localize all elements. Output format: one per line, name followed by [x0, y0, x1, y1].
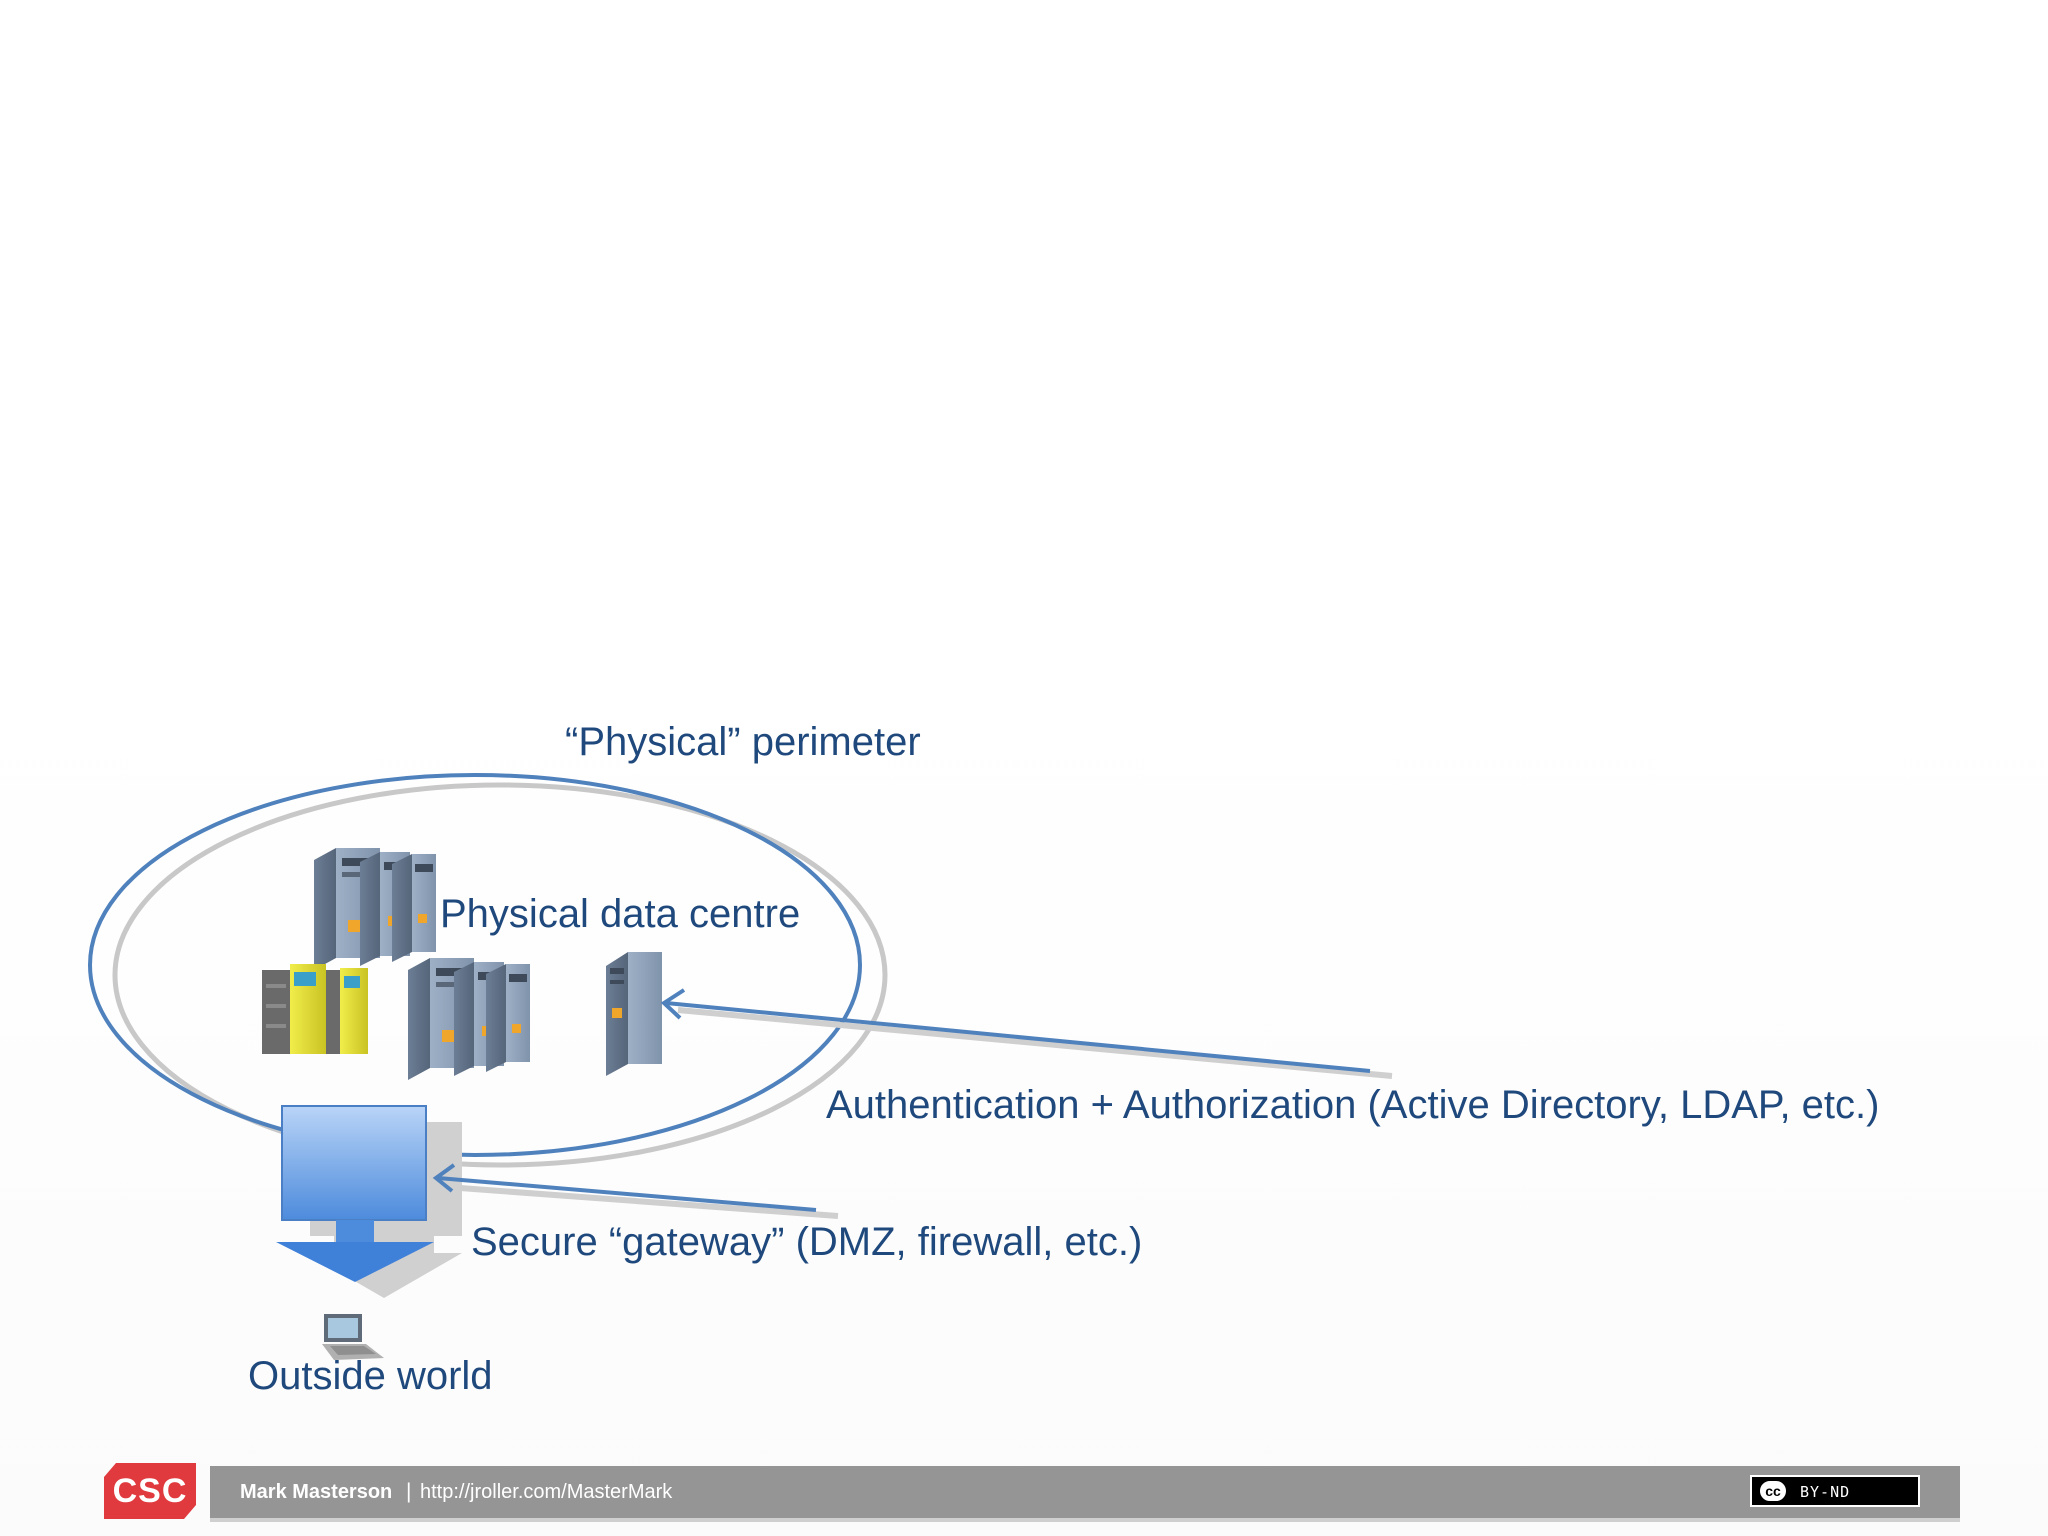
outside-world-label: Outside world — [248, 1354, 493, 1398]
auth-label: Authentication + Authorization (Active D… — [826, 1083, 1880, 1127]
gateway-label: Secure “gateway” (DMZ, firewall, etc.) — [471, 1220, 1143, 1264]
server-icon — [606, 952, 662, 1076]
datacentre-label: Physical data centre — [440, 892, 801, 936]
footer-author: Mark Masterson — [240, 1481, 393, 1503]
server-rack-icon — [314, 848, 436, 970]
mainframe-icon — [262, 964, 368, 1054]
footer-url[interactable]: http://jroller.com/MasterMark — [420, 1481, 673, 1503]
license-badge[interactable]: cc BY-ND — [1750, 1475, 1920, 1507]
perimeter-shadow — [112, 782, 888, 1168]
perimeter-ellipse — [88, 773, 862, 1157]
auth-arrow — [660, 988, 1393, 1079]
footer-bar: Mark Masterson | http://jroller.com/Mast… — [210, 1466, 1960, 1518]
footer-separator: | — [406, 1480, 412, 1503]
logo-shape — [104, 1463, 196, 1519]
csc-logo: CSC — [104, 1463, 196, 1519]
cc-icon: cc — [1758, 1479, 1788, 1503]
logo-text: CSC — [112, 1471, 188, 1510]
server-rack-icon — [408, 958, 530, 1080]
down-arrow-icon — [276, 1105, 462, 1298]
perimeter-label: “Physical” perimeter — [565, 720, 921, 764]
laptop-icon — [322, 1314, 384, 1360]
license-text: BY-ND — [1800, 1483, 1851, 1501]
footer-shadow — [210, 1518, 1960, 1522]
gateway-arrow — [432, 1163, 839, 1219]
